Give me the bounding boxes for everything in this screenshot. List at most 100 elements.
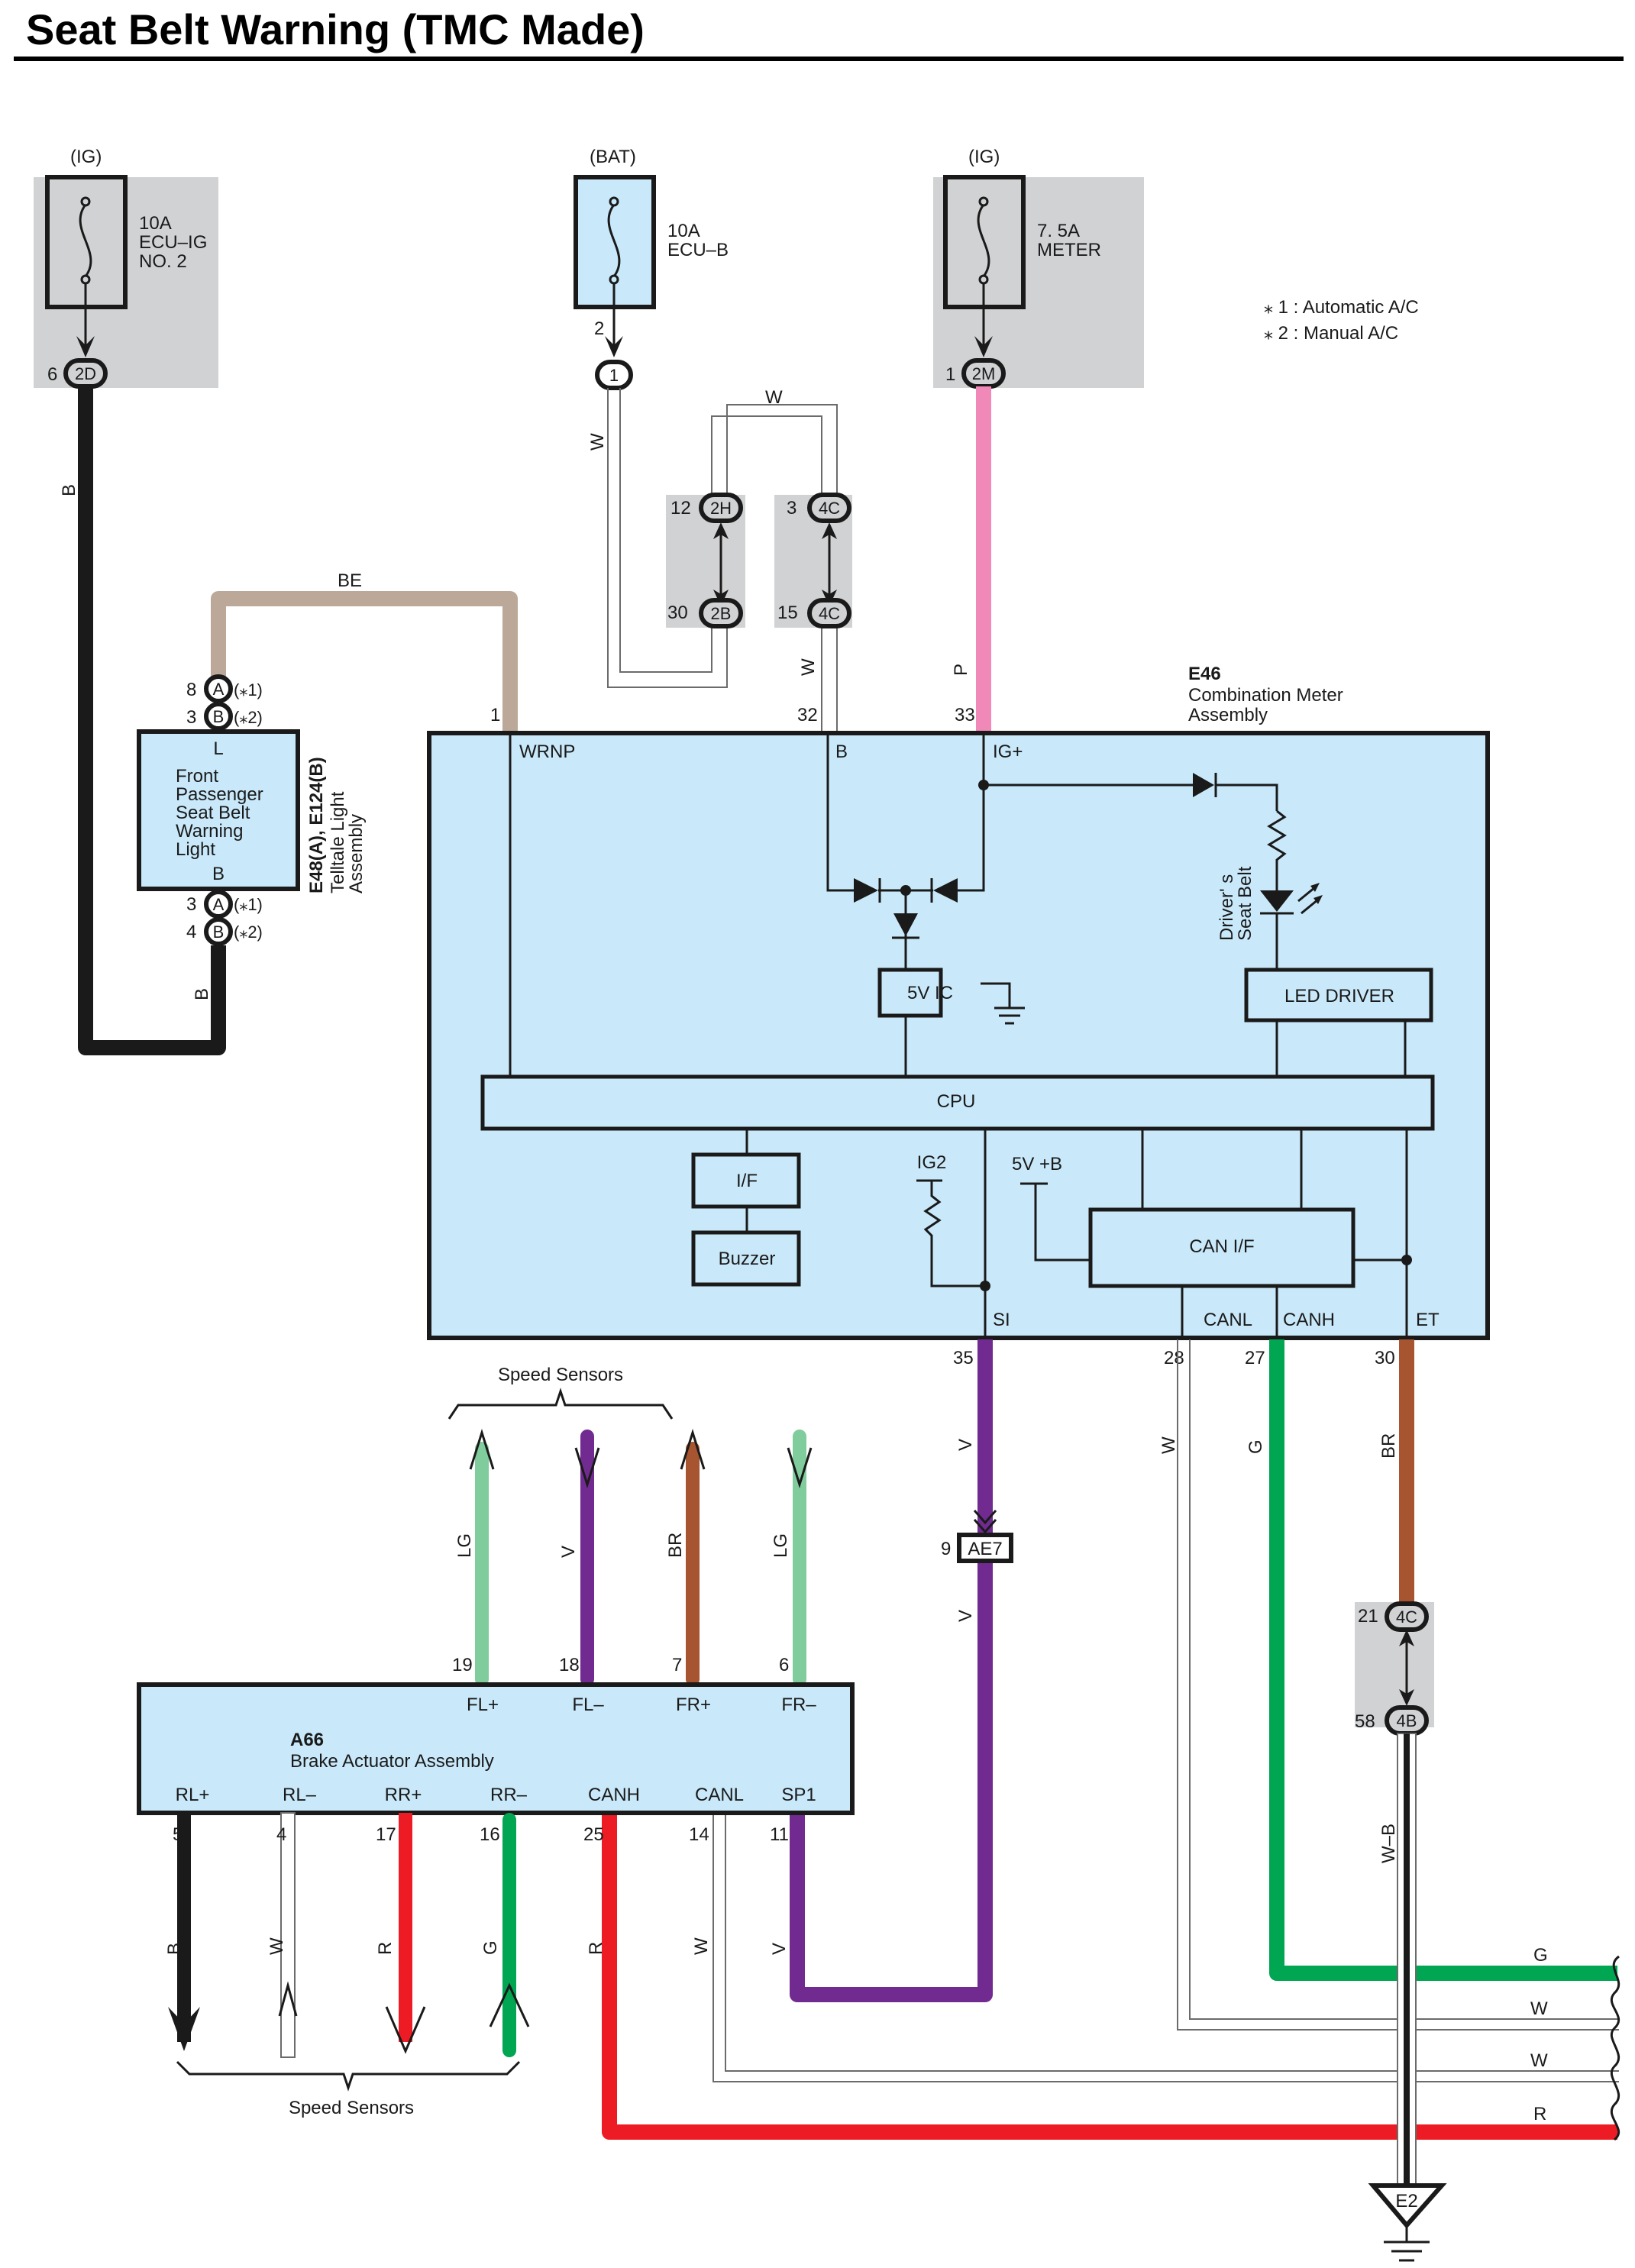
diagram-line [619, 388, 712, 673]
diagram-label: B [164, 1943, 185, 1955]
diagram-label: IG+ [993, 741, 1023, 762]
diagram-label: G [1246, 1439, 1266, 1454]
diagram-label: RR– [490, 1785, 528, 1805]
diagram-label: Seat Belt [1235, 866, 1255, 941]
brake-bottom-wires [168, 1812, 530, 2092]
diagram-label: (⁎1) [234, 895, 263, 914]
diagram-label: A [213, 895, 225, 914]
diagram-label: W [798, 658, 819, 676]
diagram-label: Brake Actuator Assembly [290, 1751, 494, 1772]
diagram-line [1404, 1733, 1410, 2184]
diagram-line [686, 1442, 700, 1686]
diagram-label: R [586, 1942, 606, 1955]
fuse-icon [607, 204, 621, 277]
diagram-label: RR+ [385, 1785, 422, 1805]
diagram-line [475, 1442, 489, 1686]
wire-P [976, 386, 991, 735]
wire-W-canl-brake [712, 1813, 1619, 2082]
diagram-line [933, 177, 1144, 388]
diagram-line [699, 493, 743, 523]
diagram-label: Front [176, 766, 218, 787]
diagram-label: Assembly [1188, 705, 1268, 725]
diagram-line [204, 917, 233, 946]
diagram-label: Warning [176, 821, 243, 842]
diagram-line [1088, 1207, 1355, 1288]
diagram-label: R [375, 1942, 396, 1955]
diagram-label: LG [771, 1533, 791, 1558]
diagram-label: V [558, 1546, 579, 1558]
diagram-line [807, 598, 851, 628]
diagram-label: (⁎2) [234, 922, 263, 942]
diagram-label: SI [993, 1310, 1010, 1330]
wire-R-canh-brake [602, 1813, 1617, 2140]
diagram-label: 1 [945, 364, 955, 385]
diagram-label: FL+ [467, 1695, 499, 1715]
diagram-line [580, 1430, 594, 1686]
diagram-label: Driver' s [1217, 874, 1237, 941]
diagram-label: B [835, 741, 848, 762]
diagram-label: V [955, 1439, 976, 1451]
diagram-line [725, 1813, 1619, 2072]
speed-sensors-label-top: Speed Sensors [498, 1365, 623, 1385]
diode-icon [1193, 773, 1214, 797]
arrow-down-icon [385, 2006, 426, 2054]
diagram-label: 2M [972, 364, 996, 383]
diagram-line [957, 1533, 1013, 1563]
diagram-label: CANH [1283, 1310, 1335, 1330]
diagram-line [1244, 968, 1433, 1023]
wire-BE [211, 591, 518, 732]
diagram-label: A66 [290, 1730, 324, 1750]
diagram-label: LG [454, 1533, 475, 1558]
diagram-label: 3 [186, 707, 196, 728]
diagram-line [691, 1152, 801, 1209]
diagram-label: W [1530, 2050, 1548, 2071]
diagram-label: CAN I/F [1189, 1236, 1254, 1257]
diagram-label: W [765, 387, 783, 408]
diagram-line [607, 388, 728, 688]
diagram-line [793, 1430, 806, 1686]
diagram-label: W [267, 1937, 287, 1955]
diagram-line [1310, 883, 1323, 904]
speed-sensors-label-bottom: Speed Sensors [289, 2098, 414, 2118]
diagram-label: RL+ [176, 1785, 210, 1805]
diagram-label: Combination Meter [1188, 685, 1343, 706]
diagram-label: 35 [953, 1348, 974, 1368]
diagram-label: ET [1416, 1310, 1440, 1330]
arrow-down-icon [168, 2007, 200, 2051]
diagram-label: CANH [588, 1785, 640, 1805]
note-1: ⁎ 1 : Automatic A/C [1264, 297, 1419, 318]
diagram-label: 4 [186, 922, 196, 942]
fuse-ecu-ig-no2: (IG) 10A ECU–IG NO. 2 6 2D [34, 147, 218, 389]
telltale-light-assembly: 8 A (⁎1) 3 B (⁎2) L Front Passenger Seat… [137, 674, 367, 946]
arrow-icon [974, 336, 993, 357]
diagram-line [973, 1510, 997, 1534]
diagram-line [712, 1813, 1619, 2082]
diagram-label: 32 [797, 705, 818, 725]
diagram-label: W [1158, 1436, 1179, 1454]
diagram-line [978, 196, 989, 207]
brake-top-wires [448, 1388, 813, 1686]
wire-G-canh [1269, 1339, 1617, 1981]
diagram-label: V [955, 1610, 976, 1622]
diagram-label: NO. 2 [139, 251, 187, 272]
diagram-label: Passenger [176, 784, 263, 805]
junction-2H-2B: 12 2H 30 2B [666, 493, 745, 628]
diagram-label: W [691, 1937, 712, 1955]
diagram-label: 30 [1375, 1348, 1395, 1368]
diagram-line [877, 968, 943, 1018]
diagram-label: Buzzer [719, 1249, 776, 1269]
diagram-label: Telltale Light [328, 791, 348, 893]
diagram-label: 58 [1355, 1711, 1375, 1732]
diagram-label: (BAT) [590, 147, 636, 167]
diagram-line [699, 598, 743, 628]
diagram-line [826, 735, 855, 892]
resistor-icon [923, 1181, 985, 1287]
diagram-label: 7. 5A [1037, 221, 1080, 241]
diagram-line [204, 674, 233, 703]
arrow-up-icon [278, 1981, 298, 2017]
arrow-icon [605, 336, 623, 357]
diagram-label: WRNP [519, 741, 575, 762]
diagram-label: 6 [47, 364, 57, 385]
arrow-down-icon [574, 1447, 600, 1489]
